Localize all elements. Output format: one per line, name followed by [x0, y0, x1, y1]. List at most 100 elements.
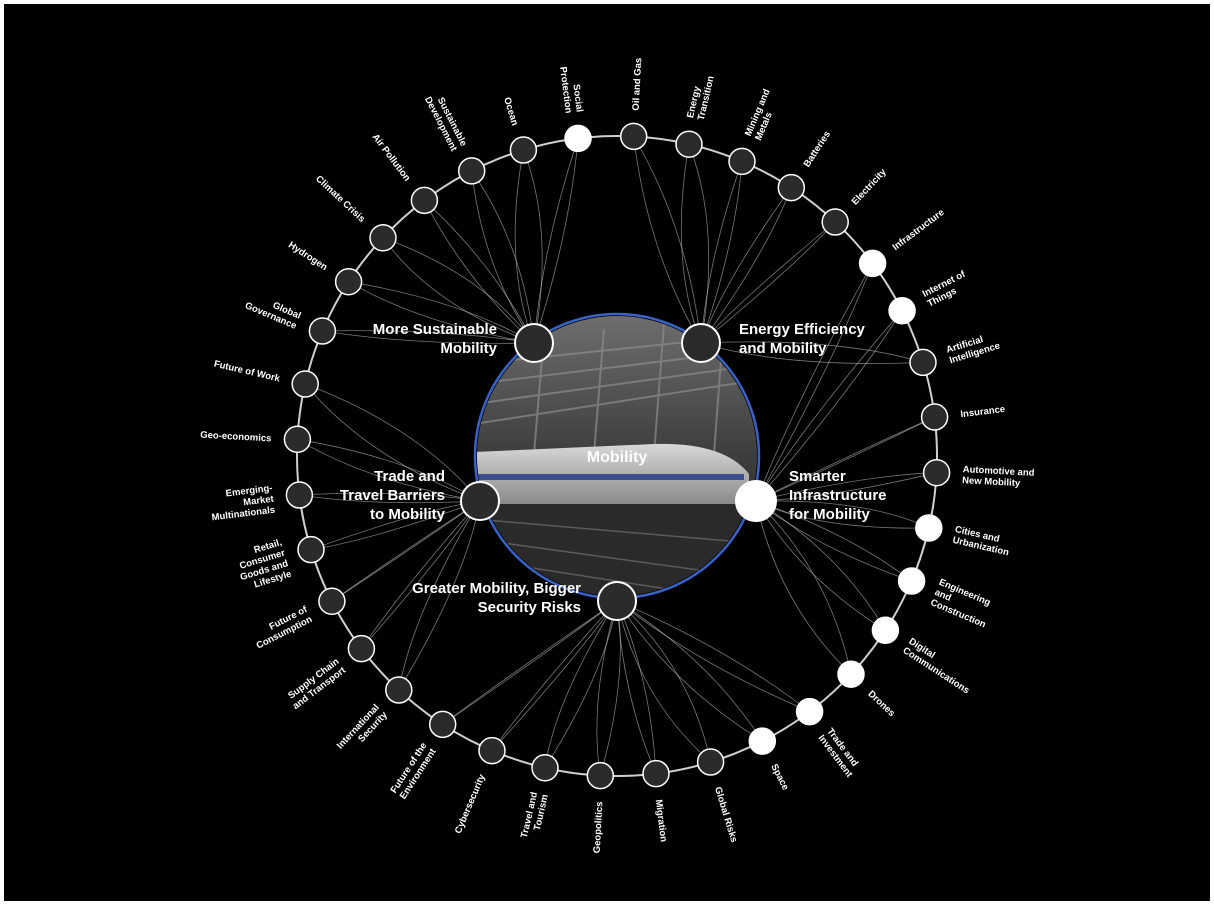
topic-node[interactable] — [871, 616, 900, 645]
theme-node[interactable] — [514, 323, 554, 363]
topic-node[interactable] — [334, 267, 363, 296]
topic-node[interactable] — [619, 122, 648, 151]
theme-label-line: Infrastructure — [789, 487, 887, 504]
link-line — [700, 161, 743, 344]
theme-node[interactable] — [681, 323, 721, 363]
topic-node[interactable] — [909, 348, 937, 377]
theme-node[interactable] — [597, 581, 637, 621]
topic-node[interactable] — [728, 147, 756, 176]
topic-node[interactable] — [318, 587, 346, 616]
topic-node[interactable] — [509, 136, 538, 164]
link-line — [700, 187, 792, 344]
topic-node[interactable] — [777, 173, 806, 202]
topic-node[interactable] — [922, 458, 951, 487]
topic-label: GlobalGovernance — [243, 290, 302, 332]
topic-label-line: Oil and Gas — [631, 58, 645, 111]
topic-node[interactable] — [478, 736, 506, 765]
topic-node[interactable] — [308, 317, 337, 345]
topic-node[interactable] — [795, 697, 824, 726]
topic-label: Future of theEnvironment — [389, 740, 440, 801]
link-line — [616, 600, 763, 742]
topic-node[interactable] — [347, 634, 376, 663]
link-line — [533, 138, 579, 344]
link-line — [755, 310, 903, 502]
link-line — [680, 144, 702, 344]
topic-label: Geopolitics — [592, 801, 606, 853]
topic-node[interactable] — [915, 514, 943, 542]
link-line — [348, 281, 535, 344]
topic-node[interactable] — [837, 660, 865, 688]
theme-label-line: for Mobility — [789, 506, 870, 523]
theme-label: Energy Efficiency and Mobility — [739, 321, 866, 357]
link-line — [424, 200, 535, 344]
topic-label: Trade andInvestment — [816, 726, 864, 780]
link-line — [491, 600, 618, 751]
topic-node[interactable] — [897, 567, 926, 595]
link-line — [297, 438, 481, 502]
topic-node[interactable] — [696, 748, 725, 776]
theme-node[interactable] — [460, 481, 500, 521]
topic-node[interactable] — [821, 208, 849, 236]
link-line — [755, 500, 852, 675]
theme-label-line: Travel Barriers — [340, 487, 445, 504]
link-line — [471, 170, 535, 344]
topic-label: Insurance — [960, 404, 1006, 420]
topic-label: Electricity — [850, 166, 890, 207]
topic-label: Hydrogen — [286, 240, 329, 273]
theme-label-line: Trade and — [374, 468, 445, 485]
link-line — [491, 600, 618, 751]
topic-label-line: Ocean — [501, 96, 520, 127]
topic-node[interactable] — [888, 296, 916, 325]
topic-label: Travel andTourism — [519, 791, 551, 842]
topic-node[interactable] — [428, 710, 457, 739]
topic-node[interactable] — [369, 224, 397, 252]
topic-label: Future of Work — [213, 359, 282, 385]
link-line — [616, 600, 657, 774]
link-line — [310, 500, 481, 550]
topic-node[interactable] — [748, 727, 777, 755]
topic-label: Oil and Gas — [631, 58, 645, 111]
topic-node[interactable] — [675, 130, 703, 158]
topic-label: Future ofConsumption — [250, 604, 315, 652]
topic-node[interactable] — [291, 370, 319, 398]
topic-node[interactable] — [283, 425, 312, 454]
topic-node[interactable] — [564, 124, 592, 153]
link-line — [398, 500, 481, 691]
topic-label: DigitalCommunications — [901, 636, 978, 696]
link-line — [755, 472, 937, 502]
link-line — [424, 200, 535, 344]
theme-label-line: and Mobility — [739, 340, 827, 357]
topic-node[interactable] — [410, 186, 439, 215]
link-line — [700, 221, 836, 344]
topic-node[interactable] — [642, 759, 670, 788]
link-lines — [297, 136, 937, 776]
topic-node[interactable] — [531, 754, 559, 782]
topic-node[interactable] — [920, 403, 949, 431]
topic-node[interactable] — [457, 157, 486, 185]
topic-label-line: Market — [243, 494, 276, 509]
link-line — [616, 600, 711, 763]
link-line — [305, 383, 481, 502]
topic-label-line: Global Risks — [712, 786, 739, 844]
topic-label-line: Drones — [866, 689, 897, 719]
link-line — [544, 600, 618, 768]
link-line — [755, 500, 912, 582]
link-line — [700, 187, 792, 344]
link-line — [755, 500, 852, 675]
topic-label-line: Protection — [557, 66, 574, 114]
link-line — [442, 600, 618, 725]
link-line — [755, 416, 935, 502]
center-photo — [477, 316, 757, 596]
topic-label: Cities andUrbanization — [951, 524, 1012, 558]
link-line — [755, 500, 929, 529]
topic-node[interactable] — [858, 249, 887, 278]
theme-label-line: Energy Efficiency — [739, 321, 866, 338]
topic-node[interactable] — [385, 676, 413, 704]
topic-node[interactable] — [297, 535, 325, 564]
theme-node[interactable] — [735, 480, 777, 522]
topic-node[interactable] — [586, 761, 615, 790]
theme-label-line: Smarter — [789, 468, 846, 485]
topic-node[interactable] — [285, 481, 314, 509]
